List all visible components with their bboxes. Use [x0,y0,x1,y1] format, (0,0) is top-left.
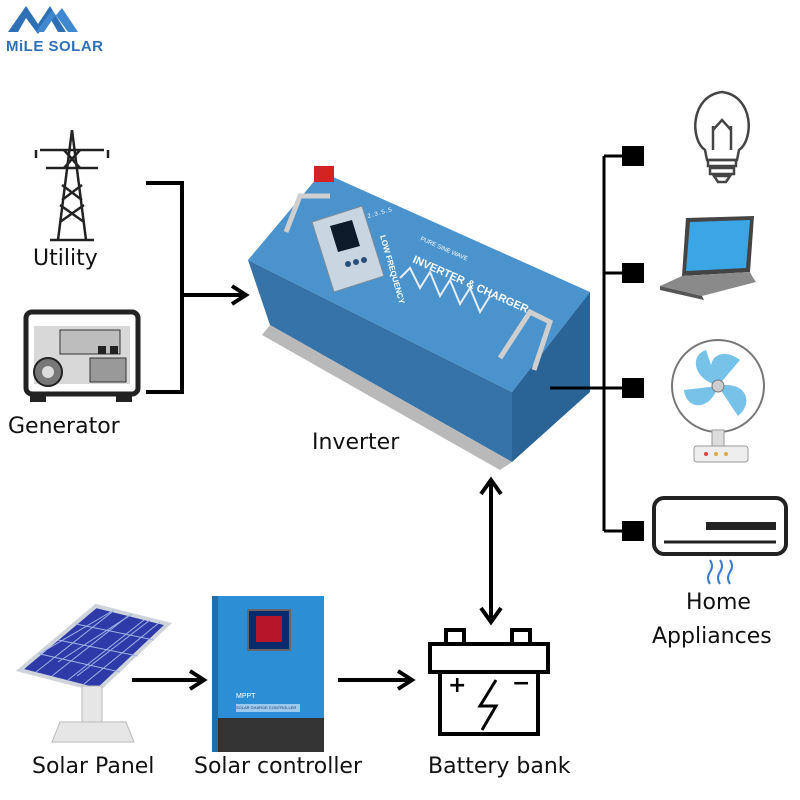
generator-label: Generator [8,414,120,439]
controller-battery-arrow [338,669,416,691]
laptop-icon [660,216,756,300]
battery-plus: + [448,673,466,698]
solar-controller-label: Solar controller [194,754,363,779]
generator-icon [23,309,141,402]
brand-name: MiLE SOLAR [6,38,104,55]
solar-panel-icon [15,603,173,743]
controller-subtitle: SOLAR CHARGE CONTROLLER [236,705,296,710]
air-conditioner-icon [652,496,788,585]
output-bus [550,154,624,533]
panel-controller-arrow [132,669,208,691]
output-plugs [622,146,644,541]
logo-mark [8,6,78,34]
utility-label: Utility [33,246,98,271]
home-appliances-label-line2: Appliances [652,624,772,649]
pylon-icon [34,129,110,242]
battery-icon [428,628,550,736]
inverter-battery-arrow [479,476,503,626]
home-appliances-label-line1: Home [686,590,751,615]
solar-controller-unit [212,596,324,752]
inverter-label: Inverter [312,430,400,455]
inverter-unit [248,166,590,470]
input-bracket [146,181,250,394]
controller-title: MPPT [236,693,256,700]
fan-icon [671,339,765,463]
battery-bank-label: Battery bank [428,754,571,779]
bulb-icon [694,90,750,184]
battery-minus: − [512,671,530,696]
solar-panel-label: Solar Panel [32,754,155,779]
